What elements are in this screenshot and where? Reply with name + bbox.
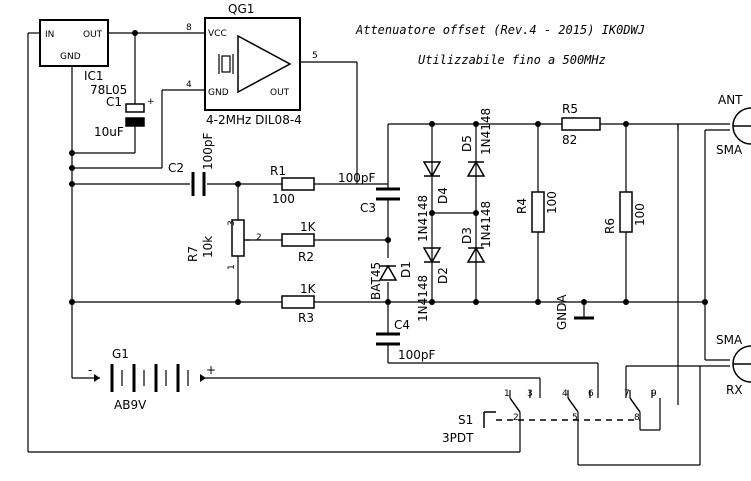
r7-pin-3: 3	[227, 220, 237, 226]
d5-diode: D5 1N4148	[460, 108, 493, 177]
r6-ref: R6	[603, 218, 617, 234]
s1-pin-9: 9	[651, 389, 657, 399]
r4-resistor: R4 100	[515, 191, 559, 233]
r7-ref: R7	[186, 246, 200, 262]
r2-value: 1K	[300, 220, 317, 234]
ant-name: ANT	[718, 93, 743, 107]
qg1-pin-gnd: GND	[208, 88, 229, 98]
d3-ref: D3	[460, 227, 474, 244]
c1-ref: C1	[106, 95, 122, 109]
s1-pin-6: 6	[588, 389, 594, 399]
ic1-pin-gnd: GND	[60, 52, 81, 62]
c3-ref: C3	[360, 201, 376, 215]
g1-ref: G1	[112, 347, 129, 361]
qg1-ref: QG1	[228, 2, 254, 16]
d3-diode: D3 1N4148	[460, 201, 493, 263]
junction-dots	[69, 30, 708, 305]
qg1-pin-vcc: VCC	[208, 29, 227, 39]
gnda-symbol: GNDA	[555, 294, 594, 330]
c4-ref: C4	[394, 318, 410, 332]
ic1-regulator: IN OUT GND IC1 78L05	[39, 19, 127, 97]
qg1-oscillator: VCC GND OUT 8 4 5 QG1 4-2MHz DIL08-4	[186, 2, 318, 127]
s1-pin-3: 3	[527, 389, 533, 399]
d1-ref: D1	[399, 261, 413, 278]
r3-ref: R3	[298, 311, 314, 325]
ic1-value: 78L05	[90, 83, 127, 97]
r7-potentiometer: R7 10k 1 2 3	[186, 219, 262, 270]
s1-switch: 1 2 3 4 5 6 7 8 9 S1 3PDT	[442, 389, 657, 445]
r6-value: 100	[633, 203, 647, 226]
r1-ref: R1	[270, 164, 286, 178]
s1-pin-5: 5	[572, 413, 578, 423]
c1-capacitor: + C1 10uF	[94, 95, 155, 139]
qg1-pin-4: 4	[186, 80, 192, 90]
c3-value: 100pF	[338, 171, 376, 185]
d5-value: 1N4148	[479, 108, 493, 155]
d2-diode: 1N4148 D2	[416, 247, 450, 322]
d3-value: 1N4148	[479, 201, 493, 248]
c2-ref: C2	[168, 161, 184, 175]
s1-pin-1: 1	[504, 389, 510, 399]
g1-plus: +	[206, 363, 216, 377]
r5-resistor: R5 82	[561, 102, 601, 147]
r3-resistor: 1K R3	[281, 282, 317, 325]
rx-sma-connector: SMA RX	[716, 333, 751, 397]
r2-resistor: 1K R2	[281, 220, 317, 264]
r5-value: 82	[562, 133, 577, 147]
s1-pin-8: 8	[634, 413, 640, 423]
r7-pin-1: 1	[227, 264, 237, 270]
title-line-1: Attenuatore offset (Rev.4 - 2015) IK0DWJ	[355, 23, 645, 37]
d4-ref: D4	[436, 187, 450, 204]
gnda-label: GNDA	[555, 294, 569, 330]
s1-ref: S1	[458, 413, 473, 427]
s1-pin-7: 7	[624, 389, 630, 399]
c4-value: 100pF	[398, 348, 436, 362]
d1-schottky-diode: BAT45 D1	[369, 261, 413, 300]
d2-ref: D2	[436, 267, 450, 284]
s1-pin-2: 2	[513, 413, 519, 423]
qg1-pin-out: OUT	[270, 88, 290, 98]
qg1-pin-8: 8	[186, 23, 192, 33]
r4-ref: R4	[515, 198, 529, 214]
c1-plus: +	[147, 97, 155, 107]
rx-name: RX	[726, 383, 743, 397]
r5-ref: R5	[562, 102, 578, 116]
c2-value: 100pF	[201, 132, 215, 170]
d5-ref: D5	[460, 135, 474, 152]
wires	[27, 32, 730, 466]
d4-diode: 1N4148 D4	[416, 161, 450, 242]
g1-value: AB9V	[114, 398, 147, 412]
g1-battery: - + G1 AB9V	[88, 347, 216, 412]
ant-type: SMA	[716, 143, 743, 157]
r1-resistor: R1 100	[270, 164, 315, 206]
title-line-2: Utilizzabile fino a 500MHz	[418, 53, 606, 67]
qg1-value: 4-2MHz DIL08-4	[206, 113, 302, 127]
r3-value: 1K	[300, 282, 317, 296]
s1-value: 3PDT	[442, 431, 474, 445]
c3-capacitor: 100pF C3	[338, 171, 400, 215]
c1-value: 10uF	[94, 125, 124, 139]
r7-value: 10k	[201, 236, 215, 258]
c2-capacitor: C2 100pF	[168, 132, 215, 196]
r4-value: 100	[545, 191, 559, 214]
ic1-pin-out: OUT	[83, 30, 103, 40]
d4-value: 1N4148	[416, 195, 430, 242]
ic1-ref: IC1	[84, 69, 104, 83]
qg1-pin-5: 5	[312, 51, 318, 61]
d1-value: BAT45	[369, 262, 383, 300]
s1-pin-4: 4	[562, 389, 568, 399]
r7-pin-2: 2	[256, 233, 262, 243]
c4-capacitor: C4 100pF	[376, 318, 436, 362]
g1-minus: -	[88, 363, 92, 377]
ic1-pin-in: IN	[45, 30, 54, 40]
r2-ref: R2	[298, 250, 314, 264]
d2-value: 1N4148	[416, 275, 430, 322]
rx-type: SMA	[716, 333, 743, 347]
r1-value: 100	[272, 192, 295, 206]
r6-resistor: R6 100	[603, 191, 647, 234]
ant-sma-connector: ANT SMA	[716, 93, 751, 157]
